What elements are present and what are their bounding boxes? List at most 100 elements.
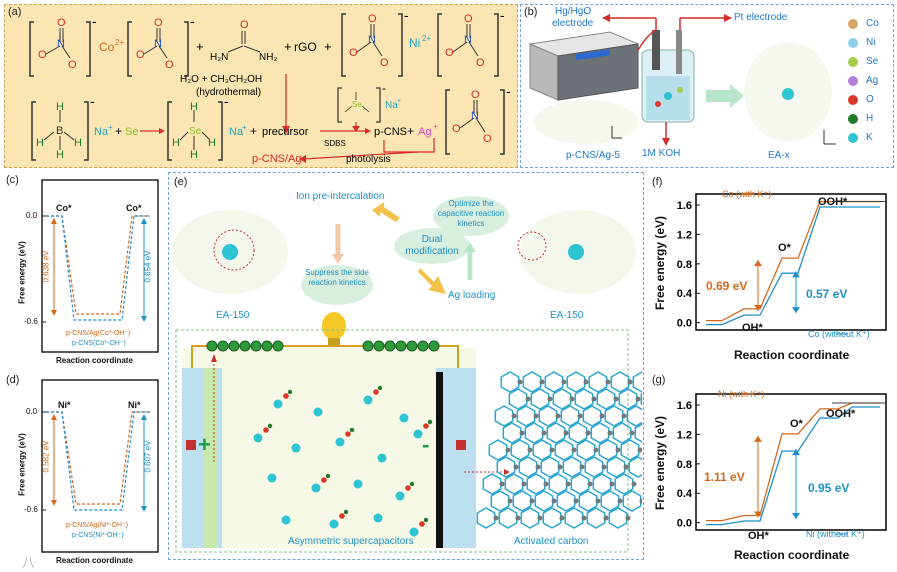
nitrate5-o-top: O: [471, 89, 480, 101]
k-ion: [353, 479, 363, 489]
g-ytitle: Free energy (eV): [653, 415, 667, 511]
carbon-atom: [605, 379, 611, 385]
f-ytitle: Free energy (eV): [653, 215, 667, 311]
legend-swatch: [848, 56, 858, 67]
k-ion: [363, 395, 373, 405]
pcns-ag-product: p-CNS/Ag: [252, 153, 302, 165]
nitrate3-o-left: O: [349, 47, 358, 59]
carbon-atom: [529, 498, 535, 504]
electron: [217, 340, 229, 352]
nitrate1-o-right: O: [68, 59, 77, 71]
panel-c-plot: [41, 179, 159, 353]
nitrate1-minus: -: [92, 13, 97, 29]
na-ion-3: Na: [385, 100, 398, 111]
nitrate3-o-right: O: [380, 57, 389, 69]
nitrate4-o-top: O: [464, 13, 473, 25]
carbon-atom: [507, 498, 513, 504]
carbon-atom: [621, 413, 627, 419]
carbon-atom: [549, 447, 555, 453]
electron: [206, 340, 218, 352]
carbon-atom: [627, 379, 633, 385]
o-atom: [321, 477, 327, 483]
watermark: 八: [22, 555, 36, 570]
legend-swatch: [848, 37, 858, 48]
carbon-atom: [573, 498, 579, 504]
legend-label: Ag: [866, 75, 879, 86]
anode-plus: +: [198, 432, 211, 457]
nitrate5-o-left: O: [452, 123, 461, 135]
graphene-ring: [600, 490, 620, 512]
y-tick-label: 1.6: [677, 200, 692, 212]
graphene-ring: [614, 473, 634, 495]
carbon-atom: [499, 481, 505, 487]
y-tick-label: 0.8: [677, 459, 692, 471]
legend-item-co: Co: [848, 14, 892, 33]
graphene-ring: [488, 439, 508, 461]
small-se: Se: [352, 100, 362, 109]
graphene-ring: [564, 507, 584, 529]
carbon-atom: [511, 413, 517, 419]
graphene-ring: [546, 422, 566, 444]
f-oh: OH*: [742, 322, 763, 334]
carbon-atom: [635, 396, 641, 402]
k-ion: [291, 443, 301, 453]
arrowhead: [754, 511, 762, 518]
nitrate4-o-right: O: [476, 57, 485, 69]
h-atom: [343, 509, 349, 515]
ag-charge: +: [433, 122, 438, 131]
graphene-ring: [632, 371, 642, 393]
h-atom: [267, 423, 273, 429]
carbon-atom: [547, 396, 553, 402]
y-tick-label: 0.8: [677, 259, 692, 271]
energy-path: [706, 200, 880, 322]
y-tick-label: 1.6: [677, 400, 692, 412]
legend-item-se: Se: [848, 52, 892, 71]
c-legend-1: p-CNS/Ag(Co*-OH⁻): [66, 330, 131, 337]
electron: [272, 340, 284, 352]
eax-label: EA-x: [768, 150, 790, 161]
k-ion: [335, 437, 345, 447]
se-reagent: Se: [125, 126, 138, 138]
photolysis-label: photolysis: [346, 154, 390, 165]
f-v2: 0.57 eV: [806, 287, 848, 301]
g-v2: 0.95 eV: [808, 481, 850, 495]
d-tick-m: -0.6: [24, 505, 38, 514]
nitrate2-n: N: [154, 38, 162, 50]
carbon-atom: [533, 413, 539, 419]
carbon-atom: [581, 515, 587, 521]
carbon-atom: [625, 515, 631, 521]
electron: [406, 340, 418, 352]
legend-swatch: [848, 132, 858, 143]
pt-electrode-label: Pt electrode: [734, 12, 788, 23]
graphene-ring: [586, 507, 606, 529]
graphene-ring: [570, 473, 590, 495]
carbon-atom: [537, 515, 543, 521]
plus-2: +: [284, 39, 292, 54]
rgo-label: rGO: [294, 40, 317, 54]
graphene-ring: [626, 405, 642, 427]
graphene-ring: [584, 456, 604, 478]
ea150-left-label: EA-150: [216, 310, 250, 321]
carbon-atom: [637, 447, 642, 453]
nitrate4-minus: -: [500, 7, 505, 23]
k-ion: [281, 515, 291, 525]
carbon-atom: [551, 498, 557, 504]
carbon-atom: [577, 413, 583, 419]
electron: [395, 340, 407, 352]
optimize-label: Optimize the capacitive reaction kinetic…: [437, 199, 505, 228]
energy-path: [706, 402, 880, 522]
graphene-ring: [620, 439, 640, 461]
graphene-ring: [552, 388, 572, 410]
pcns-ag5-lattice: [534, 100, 638, 144]
graphene-ring: [524, 422, 544, 444]
nitrate3-minus: -: [404, 7, 409, 23]
ion-pre-label: Ion pre-intercalation: [296, 191, 385, 202]
c-tick-m: -0.6: [24, 317, 38, 326]
graphene-ring: [544, 371, 564, 393]
graphene-ring: [534, 490, 554, 512]
y-tick-label: 1.2: [677, 429, 692, 441]
nitrate2-o-top: O: [154, 17, 163, 29]
carbon-atom: [617, 498, 623, 504]
h-atom: [325, 473, 331, 479]
c-left-label: Co*: [56, 203, 72, 213]
